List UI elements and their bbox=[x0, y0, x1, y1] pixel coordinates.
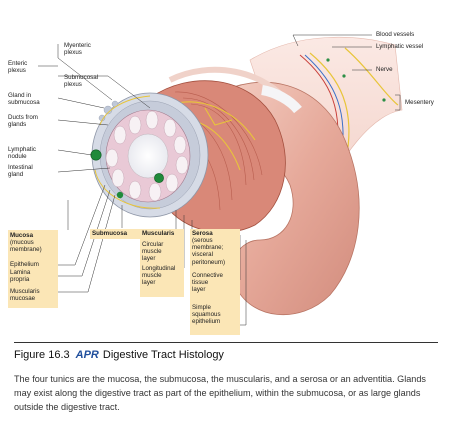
label-muscularis-mucosae: Muscularis mucosae bbox=[10, 288, 40, 303]
label-connective-tissue: Connective tissue layer bbox=[192, 272, 223, 294]
label-mucosa: Mucosa bbox=[10, 232, 34, 239]
label-blood-vessels: Blood vessels bbox=[376, 31, 415, 38]
lumen bbox=[127, 133, 169, 179]
label-lymphatic-vessel: Lymphatic vessel bbox=[376, 43, 424, 50]
muscularis-label-box bbox=[140, 229, 184, 297]
figure-caption: The four tunics are the mucosa, the subm… bbox=[14, 374, 426, 412]
label-enteric-plexus: Enteric plexus bbox=[8, 60, 28, 75]
mucosa-label-box bbox=[8, 230, 58, 308]
figure-number: Figure 16.3 bbox=[14, 349, 70, 361]
label-mesentery: Mesentery bbox=[405, 99, 434, 106]
caption-rule-top bbox=[14, 342, 438, 343]
label-intestinal-gland: Intestinal gland bbox=[8, 164, 33, 179]
label-epithelium: Epithelium bbox=[10, 261, 39, 268]
label-mucosa-sub: (mucous membrane) bbox=[10, 239, 42, 254]
lymphatic-nodule bbox=[90, 149, 102, 161]
label-serosa-sub: (serous membrane; visceral peritoneum) bbox=[192, 237, 226, 266]
label-submucosa: Submucosa bbox=[92, 230, 128, 237]
label-nerve: Nerve bbox=[376, 66, 393, 73]
label-circular-muscle: Circular muscle layer bbox=[142, 241, 164, 263]
apr-badge: APR bbox=[75, 349, 99, 361]
serosa-label-box bbox=[190, 229, 240, 335]
label-simple-squamous: Simple squamous epithelium bbox=[192, 304, 221, 326]
label-myenteric-plexus: Myenteric plexus bbox=[64, 42, 91, 57]
label-ducts-from-glands: Ducts from glands bbox=[8, 114, 38, 129]
submucosa-label-box bbox=[90, 229, 140, 239]
label-submucosal-plexus: Submucosal plexus bbox=[64, 74, 99, 89]
label-longitudinal-muscle: Longitudinal muscle layer bbox=[142, 265, 176, 287]
label-gland-in-submucosa: Gland in submucosa bbox=[8, 92, 40, 107]
label-serosa: Serosa bbox=[192, 230, 213, 237]
figure-name: Digestive Tract Histology bbox=[102, 349, 224, 361]
label-lamina-propria: Lamina propria bbox=[10, 269, 31, 284]
label-lymphatic-nodule: Lymphatic nodule bbox=[8, 146, 36, 161]
label-muscularis: Muscularis bbox=[142, 230, 175, 237]
